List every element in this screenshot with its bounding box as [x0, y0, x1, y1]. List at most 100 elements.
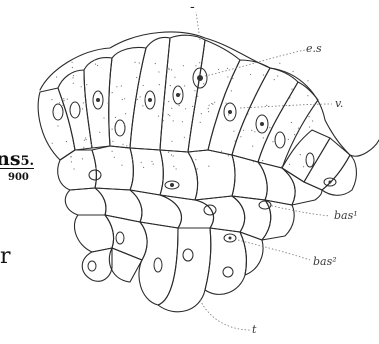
stipple-dot: [201, 113, 202, 114]
stipple-dot: [173, 120, 174, 121]
nucleus: [88, 261, 96, 271]
stipple-dot: [137, 99, 138, 100]
stipple-dot: [263, 74, 264, 75]
columnar-cell: [258, 82, 318, 168]
stipple-dot: [171, 154, 172, 155]
columnar-cell: [188, 40, 240, 152]
stipple-dot: [300, 154, 301, 155]
stipple-dot: [126, 145, 127, 146]
nucleus: [275, 132, 285, 148]
stipple-dot: [70, 156, 71, 157]
stipple-dot: [269, 127, 270, 128]
stipple-dot: [192, 117, 193, 118]
stipple-dot: [226, 103, 227, 104]
stipple-dot: [66, 141, 67, 142]
stipple-dot: [200, 122, 201, 123]
nucleus: [223, 267, 233, 277]
short-cell: [304, 138, 350, 190]
label-bas2: bas²: [313, 256, 337, 267]
stipple-dot: [183, 65, 184, 66]
stipple-dot: [122, 99, 123, 100]
stipple-dot: [168, 114, 169, 115]
stipple-dot: [263, 137, 264, 138]
stipple-dot: [184, 85, 185, 86]
stipple-dot: [197, 96, 198, 97]
stipple-dot: [143, 167, 144, 168]
stipple-dot: [67, 99, 68, 100]
stipple-dot: [192, 106, 193, 107]
stipple-dot: [293, 71, 294, 72]
stipple-dot: [195, 159, 196, 160]
stipple-dot: [185, 108, 186, 109]
stipple-dot: [262, 160, 263, 161]
basal-cell: [109, 248, 142, 282]
stipple-dot: [83, 147, 84, 148]
stipple-dot: [274, 79, 275, 80]
stipple-dot: [177, 85, 178, 86]
stipple-dot: [95, 168, 96, 169]
stipple-dot: [91, 144, 92, 145]
stipple-dot: [112, 129, 113, 130]
stipple-dot: [312, 120, 313, 121]
stipple-dot: [218, 69, 219, 70]
stipple-dot: [289, 97, 290, 98]
stipple-dot: [171, 69, 172, 70]
stipple-dot: [134, 62, 135, 63]
stipple-dot: [231, 90, 232, 91]
nucleus: [116, 232, 124, 244]
apex-mark: -: [190, 0, 195, 14]
stipple-dot: [159, 84, 160, 85]
stipple-dot: [251, 130, 252, 131]
stipple-dot: [97, 65, 98, 66]
stipple-dot: [231, 77, 232, 78]
stipple-dot: [95, 64, 96, 65]
stipple-dot: [112, 151, 113, 152]
stipple-dot: [100, 93, 101, 94]
stipple-dot: [171, 108, 172, 109]
nucleolus: [170, 183, 174, 187]
stipple-dot: [169, 69, 170, 70]
stipple-dot: [84, 140, 85, 141]
stipple-dot: [294, 134, 295, 135]
basal-cell: [82, 248, 112, 281]
stipple-dot: [63, 100, 64, 101]
stipple-dot: [144, 98, 145, 99]
stipple-dot: [203, 83, 204, 84]
leader-line: [240, 104, 332, 108]
stipple-dot: [139, 62, 140, 63]
stipple-dot: [114, 157, 115, 158]
stipple-dot: [209, 105, 210, 106]
stipple-dot: [158, 71, 159, 72]
nucleolus: [197, 75, 203, 81]
stipple-dot: [228, 155, 229, 156]
stipple-dot: [277, 75, 278, 76]
stipple-dot: [174, 77, 175, 78]
edge-fragment: r: [0, 246, 11, 268]
lower-cell: [232, 196, 271, 240]
stipple-dot: [184, 137, 185, 138]
stipple-dot: [208, 108, 209, 109]
stipple-dot: [124, 124, 125, 125]
stipple-dot: [59, 102, 60, 103]
label-es: e.s: [306, 43, 322, 54]
columnar-cell: [109, 47, 146, 148]
stipple-dot: [179, 105, 180, 106]
stipple-dot: [194, 151, 195, 152]
stipple-dot: [124, 98, 125, 99]
stipple-dot: [115, 117, 116, 118]
stipple-dot: [211, 103, 212, 104]
stipple-dot: [140, 96, 141, 97]
nucleolus: [176, 93, 180, 97]
stipple-dot: [85, 137, 86, 138]
stipple-dot: [72, 67, 73, 68]
stipple-dot: [173, 155, 174, 156]
nucleus: [306, 153, 314, 167]
stipple-dot: [221, 151, 222, 152]
stipple-dot: [298, 128, 299, 129]
nucleus: [53, 104, 63, 120]
stipple-dot: [63, 98, 64, 99]
stipple-dot: [250, 74, 251, 75]
middle-cell: [258, 162, 295, 205]
stipple-dot: [240, 136, 241, 137]
middle-cell: [282, 168, 322, 205]
